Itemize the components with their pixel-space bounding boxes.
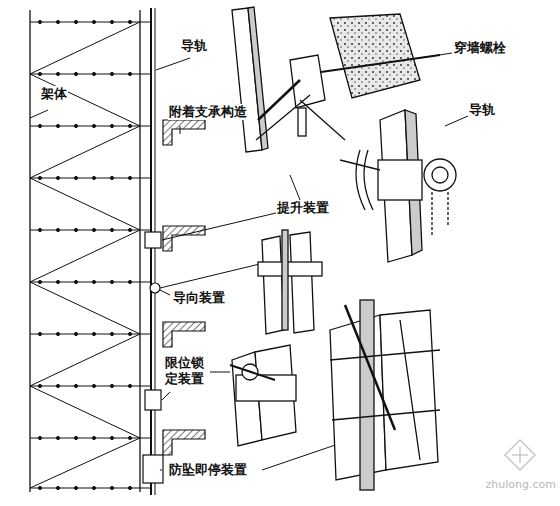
guide-label: 导向装置 [172,290,226,306]
rail-label: 导轨 [468,102,496,118]
antifall-label: 防坠即停装置 [168,462,248,478]
lifting-label: 提升装置 [276,200,330,216]
bolt-label: 穿墙螺栓 [453,40,507,56]
lock-label: 限位锁 定装置 [164,355,210,388]
rail-label: 导轨 [180,38,208,54]
support-label: 附着支承构造 [168,104,248,120]
watermark: zhulong.com [485,478,557,492]
frame-label: 架体 [40,86,68,102]
scaffold-members [30,20,151,489]
